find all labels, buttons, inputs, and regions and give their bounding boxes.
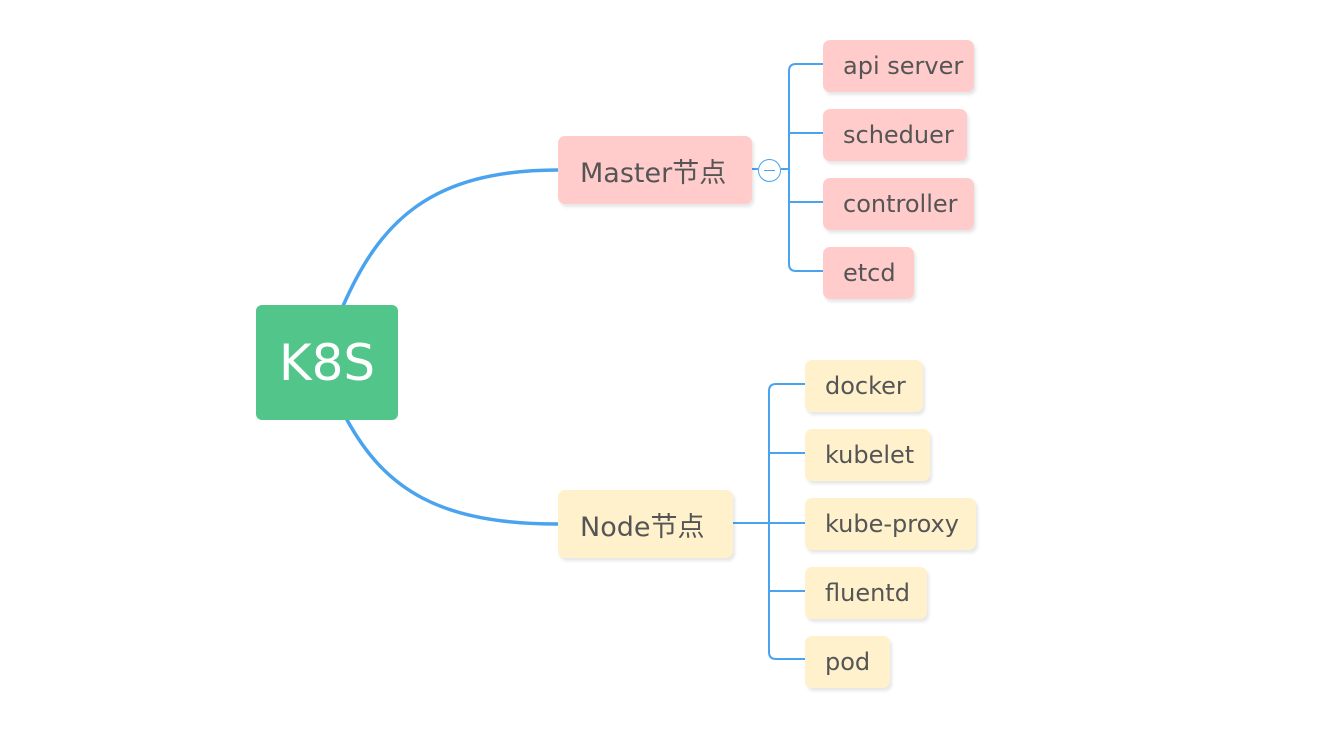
leaf-controller[interactable]: controller — [823, 178, 974, 230]
connector-root-master — [341, 168, 559, 307]
leaf-fluentd[interactable]: fluentd — [805, 567, 927, 619]
connector-root-node — [344, 417, 559, 526]
leaf-kube-proxy[interactable]: kube-proxy — [805, 498, 976, 550]
node-children-connectors — [733, 383, 805, 660]
leaf-scheduer[interactable]: scheduer — [823, 109, 967, 161]
master-children-connectors — [752, 63, 823, 272]
leaf-pod[interactable]: pod — [805, 636, 890, 688]
root-topic[interactable]: K8S — [256, 305, 398, 420]
leaf-etcd[interactable]: etcd — [823, 247, 914, 299]
collapse-minus-icon[interactable] — [758, 159, 781, 182]
leaf-docker[interactable]: docker — [805, 360, 923, 412]
leaf-api-server[interactable]: api server — [823, 40, 974, 92]
leaf-kubelet[interactable]: kubelet — [805, 429, 930, 481]
node-node-topic[interactable]: Node节点 — [558, 490, 733, 558]
master-node-topic[interactable]: Master节点 — [558, 136, 752, 204]
